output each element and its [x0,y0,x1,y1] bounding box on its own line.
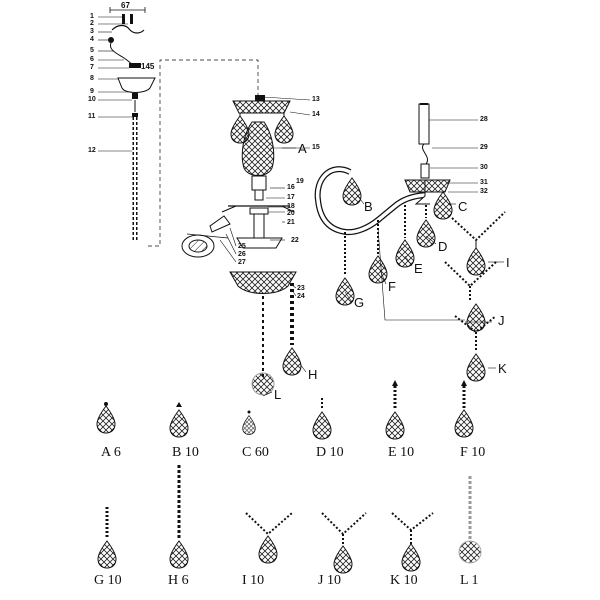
part-number-13: 13 [312,96,320,103]
part-number-2: 2 [90,20,94,27]
dimension-67: 67 [121,1,130,10]
legend-label-B: B 10 [172,445,199,460]
dimension-145: 145 [141,62,155,71]
part-letter-B: B [364,199,373,214]
legend-shape-G [97,540,117,569]
arm-group [314,103,453,306]
part-letter-I: I [506,255,510,270]
legend-label-A: A 6 [101,445,121,460]
part-number-15: 15 [312,144,320,151]
part-number-8: 8 [90,75,94,82]
part-number-30: 30 [480,164,488,171]
legend-label-F: F 10 [460,445,486,460]
part-number-28: 28 [480,116,488,123]
legend-shape-F [454,409,474,438]
part-letter-K: K [498,361,507,376]
part-letter-F: F [388,279,396,294]
legend-shape-L [458,540,482,564]
legend-shape-C [242,415,256,435]
part-number-4: 4 [90,36,94,43]
part-number-12: 12 [88,147,96,154]
legend-shape-J [333,545,353,574]
part-number-9: 9 [90,88,94,95]
part-number-7: 7 [90,64,94,71]
part-number-19: 19 [296,178,304,185]
part-number-27: 27 [238,259,246,266]
chain-string-group [444,211,506,382]
part-number-5: 5 [90,47,94,54]
part-number-1: 1 [90,13,94,20]
legend-shape-E [385,411,405,440]
part-number-29: 29 [480,144,488,151]
part-letter-H: H [308,367,318,382]
legend-shape-B [169,409,189,438]
part-number-23: 23 [297,285,305,292]
part-number-31: 31 [480,179,488,186]
legend-label-I: I 10 [242,573,265,588]
part-number-14: 14 [312,111,320,118]
center-column-group [181,95,302,396]
part-letter-L: L [274,387,282,402]
part-number-22: 22 [291,237,299,244]
part-letter-E: E [414,261,423,276]
legend-shape-I [258,535,278,564]
legend-shape-D [312,411,332,440]
part-letter-G: G [354,295,365,310]
part-number-32: 32 [480,188,488,195]
part-number-16: 16 [287,184,295,191]
part-number-18: 18 [287,203,295,210]
part-number-17: 17 [287,194,295,201]
part-number-26: 26 [238,251,246,258]
legend-parts-group [96,380,482,574]
legend-label-L: L 1 [460,573,479,588]
part-letter-D: D [438,239,448,254]
legend-label-K: K 10 [390,573,418,588]
legend-label-H: H 6 [168,573,189,588]
part-number-10: 10 [88,96,96,103]
legend-label-D: D 10 [316,445,344,460]
part-number-11: 11 [88,113,96,120]
part-letter-J: J [498,313,505,328]
legend-label-J: J 10 [318,573,341,588]
part-number-3: 3 [90,28,94,35]
part-number-6: 6 [90,56,94,63]
part-number-21: 21 [287,219,295,226]
legend-label-G: G 10 [94,573,122,588]
legend-shape-A [96,405,116,434]
legend-label-E: E 10 [388,445,415,460]
legend-label-C: C 60 [242,445,269,460]
part-number-20: 20 [287,210,295,217]
part-number-25: 25 [238,243,246,250]
ceiling-mount-group [108,7,259,247]
part-number-24: 24 [297,293,305,300]
legend-shape-H [169,540,189,569]
legend-shape-K [401,543,421,572]
part-letter-A: A [298,141,307,156]
part-letter-C: C [458,199,468,214]
